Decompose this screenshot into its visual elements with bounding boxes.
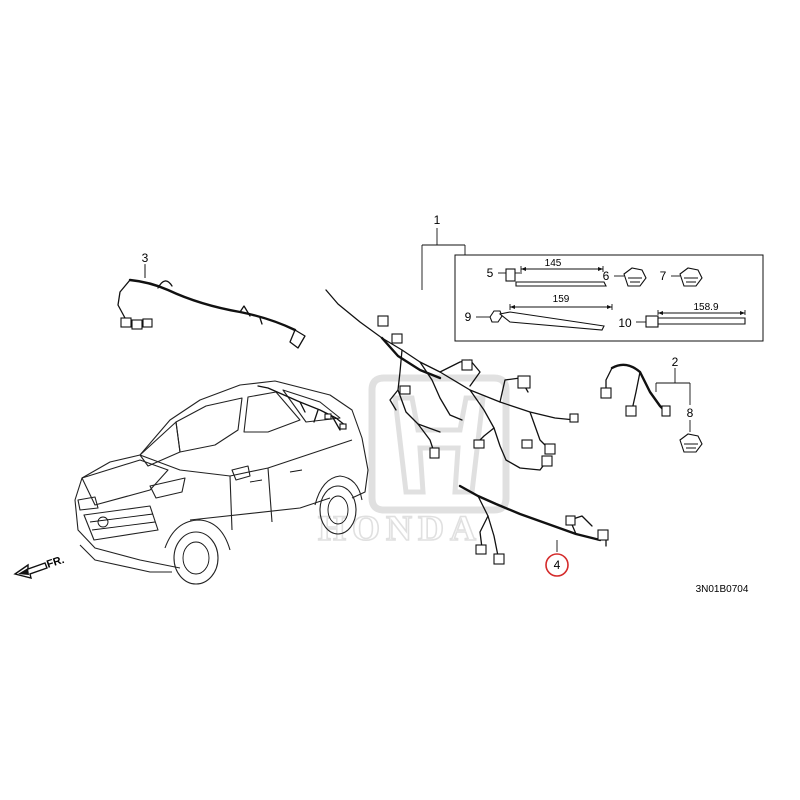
callout-10[interactable]: 10 xyxy=(618,316,632,330)
dim-part5: 145 xyxy=(545,258,562,269)
dim-part9: 159 xyxy=(553,294,570,305)
part-9-clip-band[interactable]: 159 xyxy=(489,294,613,331)
part-8-clip-icon[interactable] xyxy=(679,420,703,453)
part-10-clip-band[interactable]: 158.9 xyxy=(645,302,746,328)
watermark-text: HONDA xyxy=(318,508,482,548)
part-3-harness[interactable] xyxy=(117,265,306,349)
vehicle-illustration xyxy=(74,380,369,585)
diagram-code: 3N01B0704 xyxy=(696,584,749,595)
callout-5[interactable]: 5 xyxy=(487,266,494,280)
callout-1[interactable]: 1 xyxy=(434,213,441,227)
sub-parts-box: 145 159 158.9 xyxy=(454,254,764,342)
callout-labels: 1 2 3 4 5 6 7 8 9 10 xyxy=(142,213,694,577)
dim-part10: 158.9 xyxy=(693,302,718,313)
part-5-clip-band[interactable]: 145 xyxy=(505,258,607,287)
callout-9[interactable]: 9 xyxy=(465,310,472,324)
honda-watermark: HONDA xyxy=(317,374,510,549)
callout-8[interactable]: 8 xyxy=(687,406,694,420)
part-2-harness[interactable] xyxy=(600,363,671,417)
part-1-harness[interactable] xyxy=(325,289,579,471)
part-6-clip-icon[interactable] xyxy=(623,267,647,287)
part-4-harness[interactable] xyxy=(458,484,609,565)
callout-3[interactable]: 3 xyxy=(142,251,149,265)
callout-4[interactable]: 4 xyxy=(554,558,561,572)
callout-4-highlight[interactable]: 4 xyxy=(545,553,569,577)
front-arrow: FR. xyxy=(13,554,66,579)
callout-2[interactable]: 2 xyxy=(672,355,679,369)
callout-7[interactable]: 7 xyxy=(660,269,667,283)
leader-lines xyxy=(144,228,691,552)
callout-6[interactable]: 6 xyxy=(603,269,610,283)
part-7-clip-icon[interactable] xyxy=(679,267,703,287)
front-arrow-label: FR. xyxy=(45,554,66,571)
